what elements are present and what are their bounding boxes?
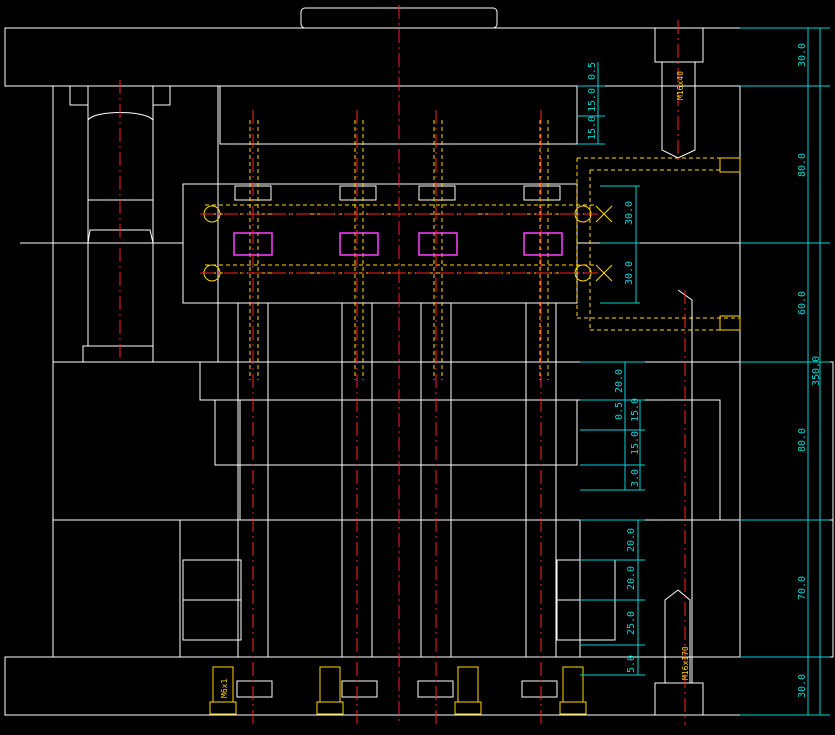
dim-right-3: 60.0 (797, 291, 808, 315)
dim-mid-5: 3.0 (630, 469, 641, 487)
label-bottom-screw: M16x170 (681, 646, 690, 680)
dim-low-4: 5.0 (626, 655, 637, 673)
dim-right-4: 80.0 (797, 428, 808, 452)
mold-plates (4, 7, 834, 716)
dimension-labels: 350.0 30.0 80.0 60.0 80.0 70.0 30.0 0.5 … (587, 43, 822, 698)
dim-top-3: 15.0 (587, 116, 598, 140)
small-screws (209, 666, 587, 715)
dim-mid-3: 15.0 (630, 398, 641, 422)
dim-top-1: 0.5 (587, 62, 598, 80)
dim-mid-2: 0.5 (614, 402, 625, 420)
centerlines (119, 5, 686, 725)
dim-low-3: 25.0 (626, 611, 637, 635)
dim-side-1: 30.0 (624, 201, 635, 225)
dimension-lines (577, 27, 830, 716)
dim-mid-1: 20.0 (614, 369, 625, 393)
screw-labels: M16x40 M16x170 M6x1 (220, 71, 690, 698)
label-small-screw: M6x1 (220, 679, 229, 698)
dim-low-2: 20.0 (626, 566, 637, 590)
dim-right-5: 70.0 (797, 576, 808, 600)
bottom-screw (654, 289, 704, 716)
label-top-screw: M16x40 (676, 71, 685, 100)
dim-side-2: 30.0 (624, 261, 635, 285)
dim-low-1: 20.0 (626, 528, 637, 552)
dim-right-2: 80.0 (797, 153, 808, 177)
dim-mid-4: 15.0 (630, 431, 641, 455)
dim-right-1: 30.0 (797, 43, 808, 67)
dim-overall: 350.0 (811, 356, 822, 386)
dim-top-2: 15.0 (587, 88, 598, 112)
dim-right-6: 30.0 (797, 674, 808, 698)
